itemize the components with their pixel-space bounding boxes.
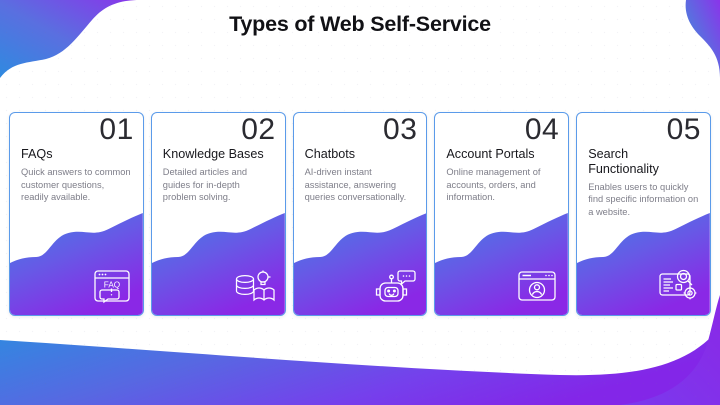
card-description: Enables users to quickly find specific i… (588, 181, 699, 217)
search-document-gear-icon (657, 266, 701, 306)
card-title: Search Functionality (588, 147, 659, 177)
database-lightbulb-book-icon (232, 266, 276, 306)
card-account-portals[interactable]: 04 Account Portals Online management of … (434, 112, 570, 316)
card-description: AI-driven instant assistance, answering … (304, 167, 407, 203)
card-number: 05 (666, 113, 701, 146)
card-title: FAQs (21, 147, 53, 162)
card-chatbots[interactable]: 03 Chatbots AI-driven instant assistance… (292, 112, 428, 316)
cards-row: 01 FAQs Quick answers to common customer… (9, 112, 711, 316)
card-number: 03 (383, 113, 418, 146)
card-search-functionality[interactable]: 05 Search Functionality Enables users to… (576, 112, 711, 316)
browser-user-account-icon (515, 266, 559, 306)
svg-text:FAQ: FAQ (104, 281, 120, 290)
card-number: 02 (241, 113, 276, 146)
card-number: 04 (524, 113, 560, 146)
page-title: Types of Web Self-Service (229, 12, 491, 36)
robot-chat-icon (373, 266, 417, 306)
card-title: Knowledge Bases (162, 147, 264, 162)
card-wave-graphic (293, 207, 427, 315)
card-number: 01 (99, 113, 134, 146)
card-title: Chatbots (304, 147, 355, 162)
card-description: Detailed articles and guides for in-dept… (162, 167, 248, 203)
card-wave-graphic (151, 207, 285, 315)
card-title: Account Portals (446, 147, 535, 162)
card-knowledge-bases[interactable]: 02 Knowledge Bases Detailed articles and… (150, 112, 286, 316)
card-description: Online management of accounts, orders, a… (446, 167, 541, 203)
card-faqs[interactable]: 01 FAQs Quick answers to common customer… (9, 112, 144, 316)
card-description: Quick answers to common customer questio… (21, 167, 131, 203)
faq-browser-icon: FAQ (90, 266, 134, 306)
bottom-diagonal-gradient-band (0, 313, 720, 405)
